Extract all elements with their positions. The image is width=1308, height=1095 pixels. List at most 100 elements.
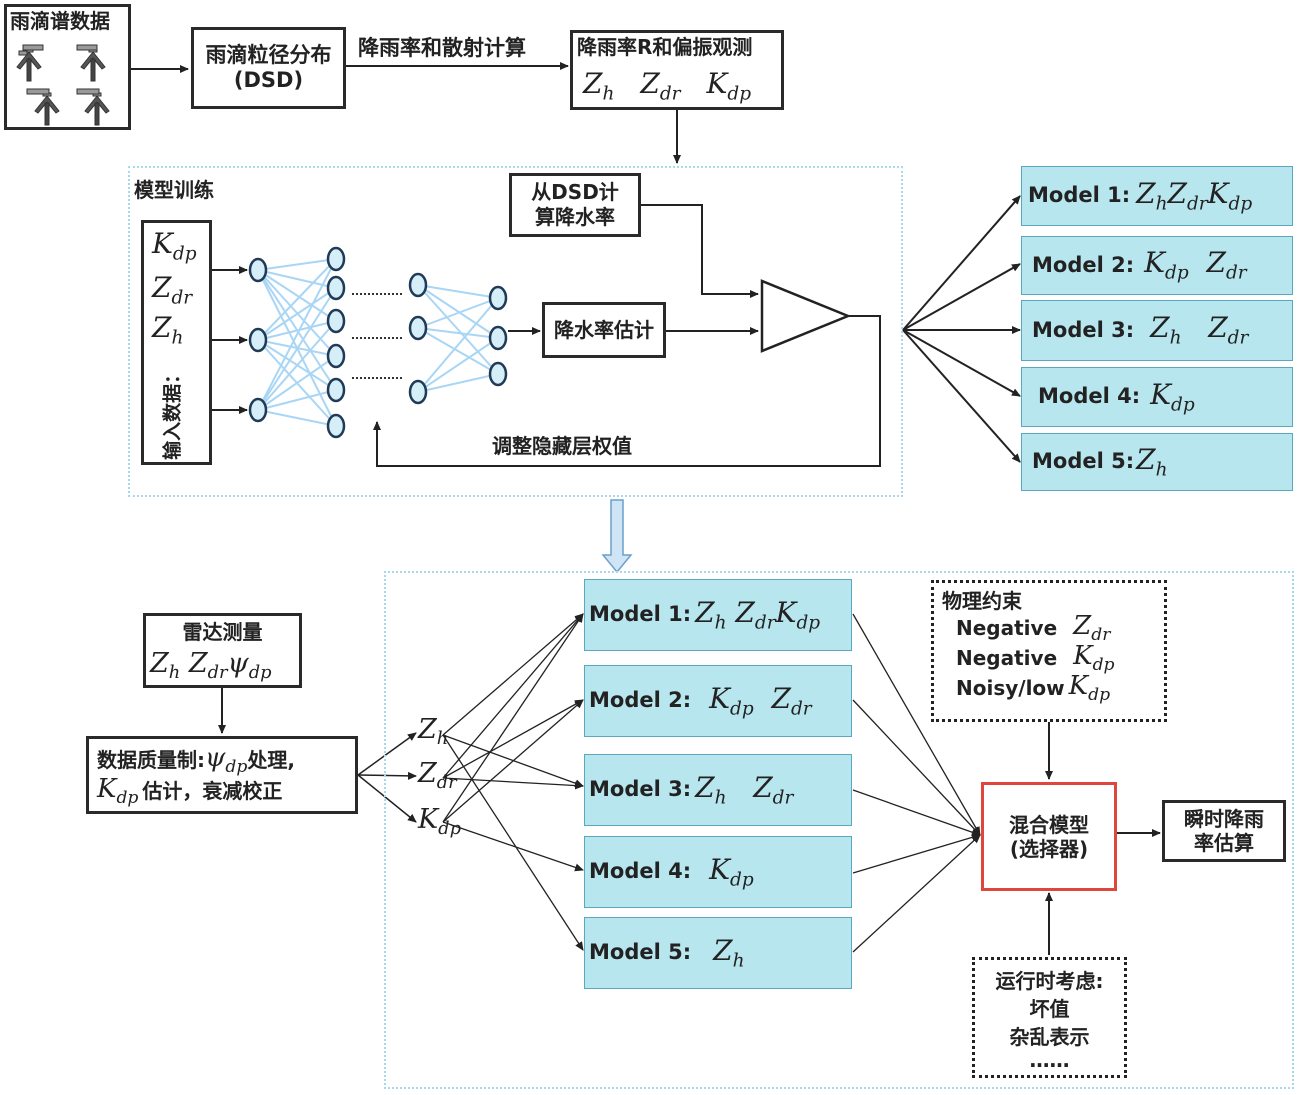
nn-node	[488, 285, 508, 311]
nn-node	[408, 379, 428, 405]
arrow-feedback	[373, 315, 881, 467]
model-top-4-vars: Kdp	[1150, 377, 1195, 416]
model-top-1-vars: ZhZdrKdp	[1136, 176, 1253, 215]
input-data-box: Kdp Zdr Zh 输入数据：	[141, 220, 212, 465]
nn-edge	[257, 389, 337, 411]
nn-edge	[257, 409, 337, 427]
physics-item-2: Negative Kdp	[956, 640, 1115, 675]
runtime-item-1: 坏值	[1029, 996, 1070, 1021]
feedback-label: 调整隐藏层权值	[492, 434, 632, 458]
estimate-label: 降水率估计	[554, 318, 654, 342]
nn-edge	[257, 258, 337, 341]
nn-edge	[417, 284, 499, 339]
nn-edge	[257, 320, 337, 411]
nn-edge	[417, 297, 499, 329]
down-arrow-big	[601, 499, 633, 574]
nn-edge	[417, 373, 499, 393]
split-var-zh: Zh	[418, 714, 449, 750]
physics-item-3: Noisy/low Kdp	[956, 670, 1111, 705]
dsd-rate-box: 从DSD计 算降水率	[509, 173, 641, 237]
model-top-2-vars: Kdp Zdr	[1144, 246, 1247, 284]
rain-spectrum-box: 雨滴谱数据	[4, 4, 131, 130]
model-top-3: Model 3: Zh Zdr	[1021, 300, 1293, 361]
input-var-zdr: Zdr	[152, 271, 193, 309]
model-top-2: Model 2: Kdp Zdr	[1021, 236, 1293, 295]
model-top-1: Model 1: ZhZdrKdp	[1021, 166, 1293, 226]
model-bottom-1-label: Model 1:	[589, 602, 692, 627]
nn-node	[248, 397, 268, 423]
nn-node	[326, 343, 346, 369]
nn-node	[408, 315, 428, 341]
nn-node	[326, 275, 346, 301]
qc-line-2: Kdp 估计，衰减校正	[97, 774, 347, 809]
nn-edge	[257, 258, 337, 271]
nn-edge	[257, 287, 337, 411]
nn-node	[326, 308, 346, 334]
training-title: 模型训练	[134, 178, 214, 202]
dsd-box: 雨滴粒径分布 (DSD)	[191, 27, 346, 109]
nn-edge	[417, 337, 499, 393]
nn-edge	[417, 284, 499, 299]
model-top-1-label: Model 1:	[1028, 183, 1131, 208]
model-bottom-5-label: Model 5:	[589, 940, 692, 965]
runtime-item-2: 杂乱表示	[1009, 1024, 1090, 1049]
qc-label-1a: 数据质量制:	[97, 748, 205, 773]
dsd-rate-label-1: 从DSD计	[531, 180, 619, 204]
runtime-item-3: ……	[1029, 1047, 1070, 1072]
result-label-1: 瞬时降雨	[1184, 807, 1264, 831]
var-zdr: Zdr	[640, 67, 681, 105]
observation-vars: Zh Zdr Kdp	[583, 67, 751, 104]
qc-line-1: 数据质量制: ψdp 处理,	[97, 743, 347, 778]
model-bottom-3: Model 3: Zh Zdr	[584, 754, 852, 826]
qc-label-1b: 处理,	[247, 748, 295, 773]
physics-title: 物理约束	[942, 589, 1022, 613]
nn-edge	[417, 284, 499, 375]
model-bottom-5: Model 5: Zh	[584, 917, 852, 989]
split-var-zdr: Zdr	[418, 758, 457, 794]
model-bottom-4-vars: Kdp	[709, 852, 754, 891]
nn-edge	[257, 287, 337, 341]
model-top-2-label: Model 2:	[1032, 252, 1135, 277]
nn-edge	[417, 327, 499, 375]
nn-edge	[417, 327, 499, 339]
nn-node	[248, 257, 268, 283]
training-panel	[128, 166, 903, 497]
result-label-2: 率估算	[1194, 831, 1254, 855]
radar-box: 雷达测量 Zh Zdrψdp	[143, 613, 302, 688]
model-top-3-label: Model 3:	[1032, 317, 1135, 342]
dsd-label-1: 雨滴粒径分布	[205, 42, 332, 67]
physics-constraints-box: 物理约束 Negative Zdr Negative Kdp Noisy/low…	[931, 580, 1167, 722]
estimate-box: 降水率估计	[542, 302, 666, 358]
nn-edge	[257, 355, 337, 411]
radar-vars: Zh Zdrψdp	[150, 648, 272, 684]
physics-item-1: Negative Zdr	[956, 610, 1111, 645]
nn-node	[248, 327, 268, 353]
radar-label: 雷达测量	[182, 620, 263, 644]
nn-node	[488, 361, 508, 387]
model-bottom-3-label: Model 3:	[589, 777, 692, 802]
nn-node	[326, 377, 346, 403]
result-box: 瞬时降雨 率估算	[1162, 800, 1286, 862]
model-bottom-2: Model 2: Kdp Zdr	[584, 665, 852, 737]
disdrometer-icon	[16, 44, 110, 126]
qc-label-2: 估计，衰减校正	[142, 778, 283, 803]
runtime-box: 运行时考虑: 坏值 杂乱表示 ……	[972, 957, 1127, 1078]
comparator-triangle	[760, 279, 852, 353]
model-bottom-1: Model 1: Zh ZdrKdp	[584, 579, 852, 651]
rain-spectrum-label: 雨滴谱数据	[10, 9, 110, 33]
dsd-rate-label-2: 算降水率	[535, 205, 615, 229]
quality-control-box: 数据质量制: ψdp 处理, Kdp 估计，衰减校正	[86, 736, 358, 814]
var-zh: Zh	[583, 67, 615, 105]
input-var-kdp: Kdp	[152, 227, 197, 265]
nn-edge	[417, 297, 499, 393]
mixed-model-selector: 混合模型 (选择器)	[981, 782, 1117, 891]
nn-node	[408, 272, 428, 298]
nn-node	[326, 246, 346, 272]
model-bottom-4-label: Model 4:	[589, 859, 692, 884]
model-bottom-1-vars: Zh ZdrKdp	[695, 595, 821, 634]
model-top-5: Model 5: Zh	[1021, 433, 1293, 491]
model-bottom-4: Model 4: Kdp	[584, 836, 852, 908]
nn-edge	[257, 258, 337, 411]
